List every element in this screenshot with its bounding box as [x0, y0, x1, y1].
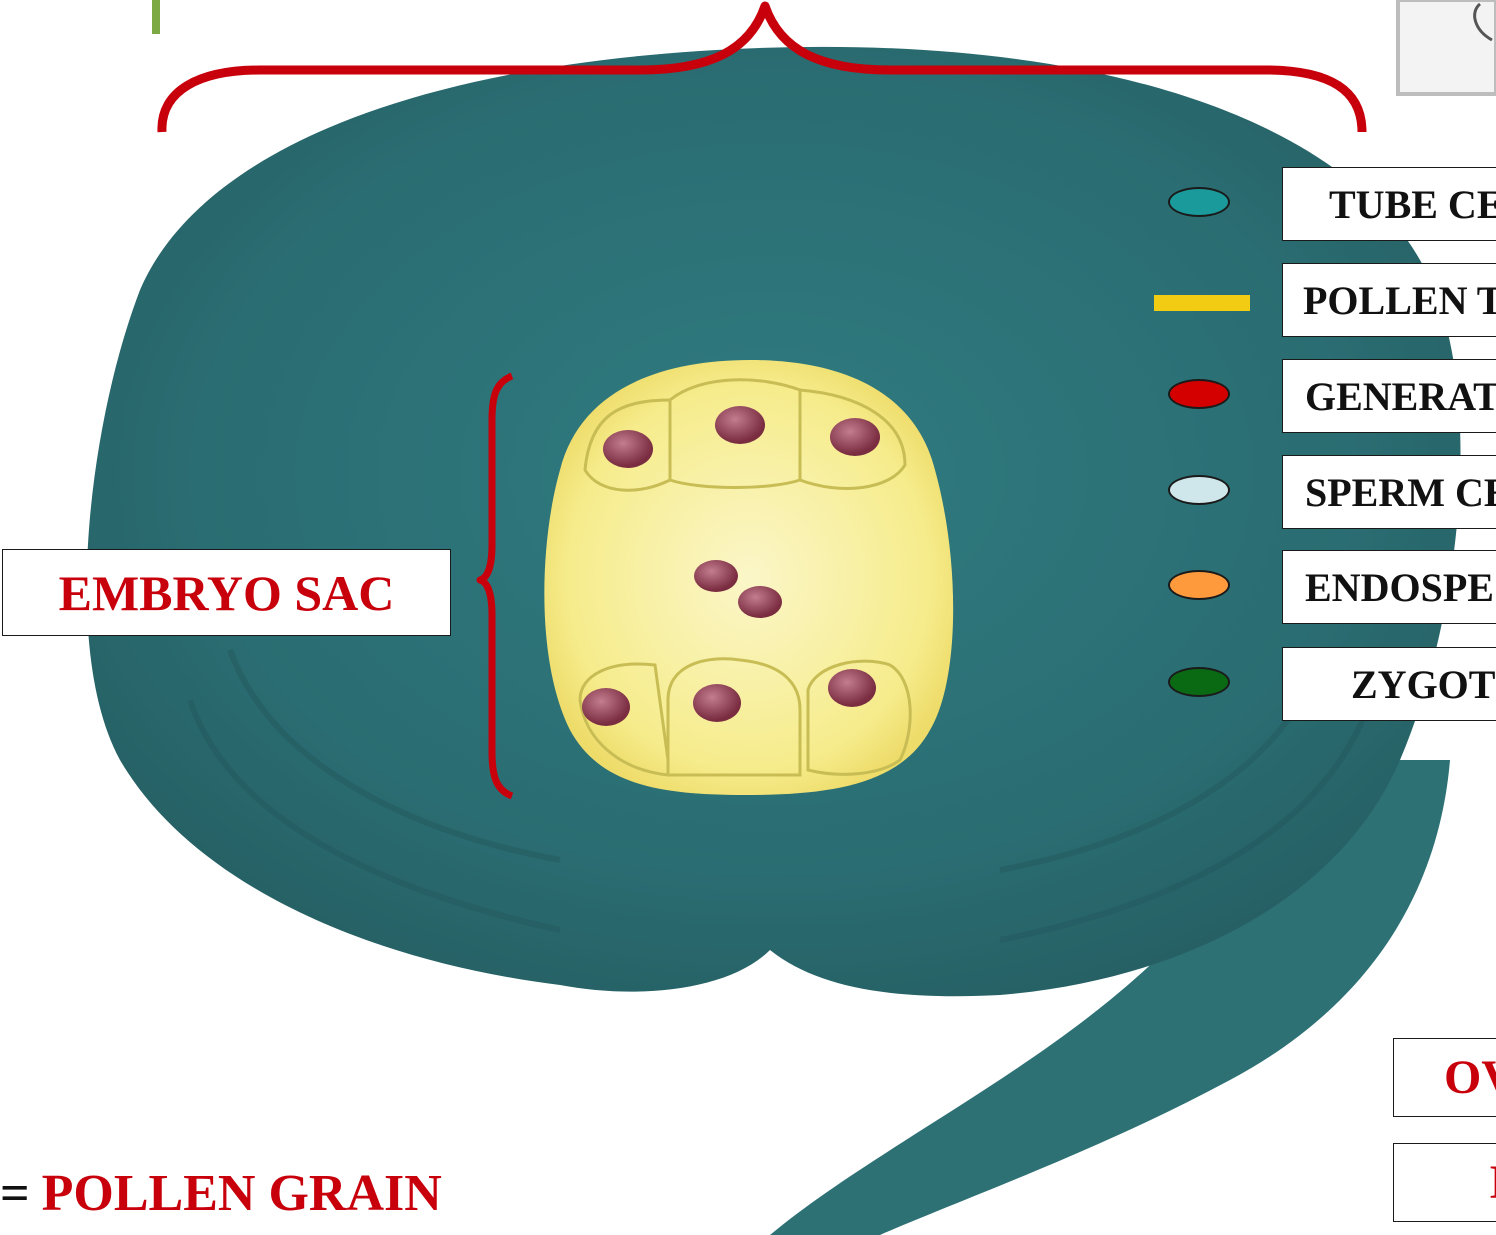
legend-label: ZYGOT — [1282, 647, 1496, 721]
pollen-grain-text: POLLEN GRAIN — [42, 1164, 442, 1223]
pollen-grain-equals: = — [0, 1164, 30, 1223]
legend-ellipse-marker — [1168, 570, 1230, 600]
stalk-fragment — [152, 0, 160, 34]
legend-label: SPERM CE — [1282, 455, 1496, 529]
embryo-sac-label-text: EMBRYO SAC — [59, 564, 395, 622]
bottom-right-label-text: I — [1489, 1155, 1496, 1210]
legend-item: TUBE CE — [1150, 167, 1496, 241]
pollen-grain-caption: = POLLEN GRAIN — [0, 1158, 442, 1228]
legend-label: TUBE CE — [1282, 167, 1496, 241]
legend-label: ENDOSPE — [1282, 550, 1496, 624]
legend-ellipse-marker — [1168, 475, 1230, 505]
ovule-label: OV — [1393, 1038, 1496, 1117]
embryo-sac-label: EMBRYO SAC — [2, 549, 451, 636]
legend-item: SPERM CE — [1150, 455, 1496, 529]
legend-item: ENDOSPE — [1150, 550, 1496, 624]
legend-label: POLLEN T — [1282, 263, 1496, 337]
thumbnail-fragment — [1398, 0, 1496, 94]
legend-item: ZYGOT — [1150, 647, 1496, 721]
legend-label: GENERAT — [1282, 359, 1496, 433]
legend-item: GENERAT — [1150, 359, 1496, 433]
legend-bar-marker — [1154, 295, 1250, 311]
legend-item: POLLEN T — [1150, 263, 1496, 337]
bottom-right-label: I — [1393, 1143, 1496, 1222]
legend-ellipse-marker — [1168, 187, 1230, 217]
ovule-label-text: OV — [1444, 1050, 1496, 1105]
legend-ellipse-marker — [1168, 667, 1230, 697]
embryo-sac — [544, 360, 953, 795]
legend-ellipse-marker — [1168, 379, 1230, 409]
